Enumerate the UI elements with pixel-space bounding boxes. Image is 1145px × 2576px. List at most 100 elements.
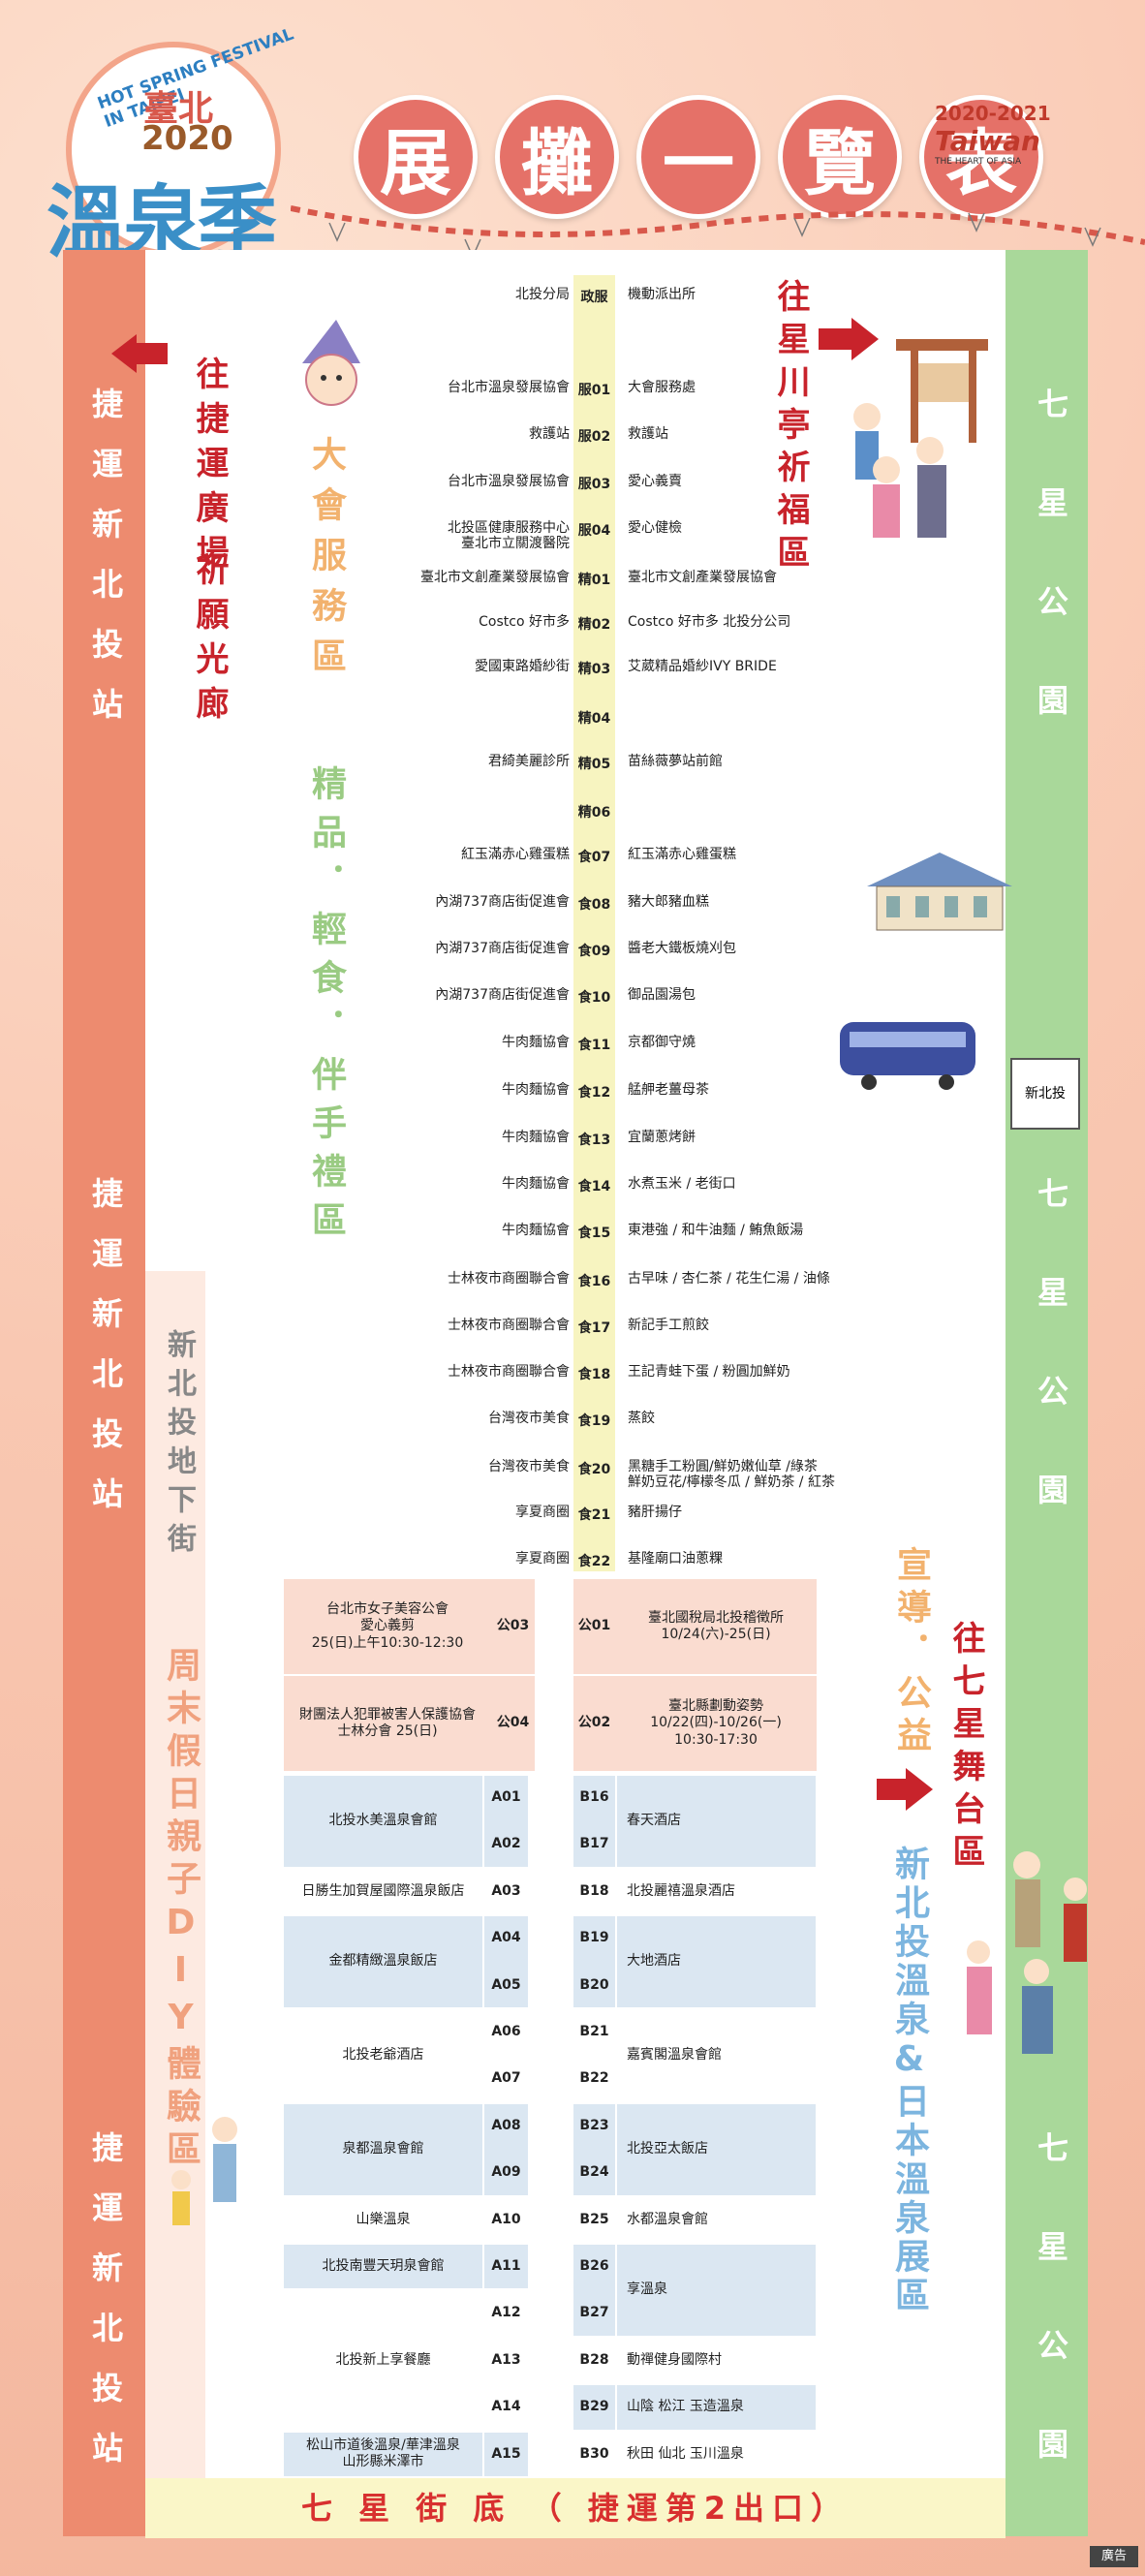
hotspring-booth-name: 泉都溫泉會館 xyxy=(342,2140,424,2157)
hotspring-booth-code: A04 xyxy=(491,1930,521,1946)
booth-exhibitor-left: 台北市溫泉發展協會 xyxy=(448,380,570,395)
booth-code-box xyxy=(573,2245,615,2336)
booth-item-right: 蒸餃 xyxy=(628,1411,655,1426)
booth-item-right: 豬肝揚仔 xyxy=(628,1505,682,1520)
arrow-left-icon xyxy=(111,334,168,373)
booth-name-box xyxy=(284,2010,482,2101)
hotspring-booth-code: B29 xyxy=(579,2399,609,2415)
booth-code-box xyxy=(484,1776,528,1867)
public-name: 臺北縣劃動姿勢 10/22(四)-10/26(一) 10:30-17:30 xyxy=(650,1697,782,1748)
hotspring-booth-name: 北投水美溫泉會館 xyxy=(328,1813,438,1829)
page-title: 展 攤 一 覽 表 xyxy=(354,95,1043,219)
booth-code: 精01 xyxy=(577,573,611,588)
booth-exhibitor-left: 北投分局 xyxy=(515,287,570,302)
left-station-column xyxy=(63,250,145,2536)
booth-code-box xyxy=(573,2385,615,2430)
booth-exhibitor-left: 牛肉麵協會 xyxy=(502,1176,570,1192)
booth-item-right: 愛心義賣 xyxy=(628,474,682,489)
booth-item-right: 京都御守燒 xyxy=(628,1035,696,1050)
booth-name-box xyxy=(284,1916,482,2007)
station-sign: 新北投 xyxy=(1010,1058,1080,1130)
hotspring-booth-code: A05 xyxy=(491,1976,521,1993)
zone-boutique: 精品．輕食．伴手禮區 xyxy=(306,765,346,1250)
booth-exhibitor-left: 台灣夜市美食 xyxy=(488,1411,570,1426)
hotspring-booth-code: A08 xyxy=(491,2117,521,2133)
hotspring-booth-code: B17 xyxy=(579,1836,609,1852)
hotspring-booth-name: 享溫泉 xyxy=(627,2281,667,2298)
booth-code: 食07 xyxy=(577,850,611,865)
booth-code-box xyxy=(573,2338,615,2383)
hotspring-booth-name: 大地酒店 xyxy=(627,1953,681,1970)
booth-code-box xyxy=(573,1869,615,1914)
booth-name-box xyxy=(617,2385,816,2430)
logo-circle xyxy=(66,42,281,257)
booth-exhibitor-left: 內湖737商店街促進會 xyxy=(435,987,570,1003)
hotspring-booth-code: A09 xyxy=(491,2164,521,2181)
booth-code-box xyxy=(573,1776,615,1867)
station-label: 捷運新北投站 xyxy=(87,1177,124,1537)
booth-name-box xyxy=(284,2245,482,2289)
booth-item-right: 愛心健檢 xyxy=(628,520,682,536)
hotspring-booth-name: 金都精緻溫泉飯店 xyxy=(328,1953,438,1970)
hotspring-booth-code: B19 xyxy=(579,1930,609,1946)
park-label: 七星公園 xyxy=(1033,1177,1069,1572)
taiwan-brand-logo: 2020-2021 Taiwan THE HEART OF ASIA xyxy=(935,102,1129,179)
brand-name: Taiwan xyxy=(935,125,1040,157)
booth-code: 食21 xyxy=(577,1507,611,1523)
hotspring-booth-code: A14 xyxy=(491,2399,521,2415)
zone-underground: 新北投地下街 xyxy=(162,1329,196,1562)
booth-code: 精06 xyxy=(577,805,611,821)
hotspring-booth-name: 北投亞太飯店 xyxy=(627,2140,708,2157)
hotspring-booth-code: A15 xyxy=(491,2445,521,2462)
title-char: 表 xyxy=(919,95,1043,219)
booth-exhibitor-left: 士林夜市商圈聯合會 xyxy=(448,1271,570,1287)
booth-exhibitor-left: 北投區健康服務中心 臺北市立關渡醫院 xyxy=(448,520,570,552)
ad-label: 廣告 xyxy=(1090,2546,1138,2567)
booth-name-box xyxy=(617,2197,816,2242)
booth-code: 服01 xyxy=(577,383,611,398)
booth-item-right: 艋舺老薑母茶 xyxy=(628,1082,709,1098)
hotspring-booth-code: A11 xyxy=(491,2258,521,2274)
station-building-illustration xyxy=(867,853,1012,931)
booth-exhibitor-left: 內湖737商店街促進會 xyxy=(435,941,570,956)
direction-left-1: 往捷運廣場 xyxy=(190,357,229,579)
booth-name-box xyxy=(284,2197,482,2242)
park-label: 七星公園 xyxy=(1033,2131,1069,2527)
booth-exhibitor-left: 台灣夜市美食 xyxy=(488,1459,570,1474)
booth-code: 精02 xyxy=(577,617,611,633)
hotspring-booth-code: A10 xyxy=(491,2211,521,2227)
booth-exhibitor-left: 台北市溫泉發展協會 xyxy=(448,474,570,489)
public-box xyxy=(284,1676,491,1771)
title-char: 覽 xyxy=(778,95,902,219)
public-box xyxy=(284,1579,491,1674)
public-box xyxy=(615,1676,817,1771)
hotspring-booth-code: A01 xyxy=(491,1789,521,1805)
hotspring-booth-name: 水都溫泉會館 xyxy=(627,2211,708,2227)
arrow-right-icon xyxy=(877,1768,933,1811)
booth-code: 食08 xyxy=(577,897,611,913)
booth-item-right: 古早味 / 杏仁茶 / 花生仁湯 / 油條 xyxy=(628,1271,830,1287)
booth-exhibitor-left: 享夏商圈 xyxy=(515,1551,570,1567)
musicians-illustration xyxy=(967,1851,1087,2054)
booth-code-box xyxy=(484,2291,528,2430)
booth-item-right: 水煮玉米 / 老街口 xyxy=(628,1176,736,1192)
booth-item-right: 東港強 / 和牛油麵 / 鮪魚飯湯 xyxy=(628,1223,804,1238)
booth-code-spine xyxy=(573,275,615,1571)
parent-child-illustration xyxy=(171,2117,237,2225)
booth-name-box xyxy=(284,2103,482,2195)
booth-name-box xyxy=(617,2245,816,2336)
booth-code: 精03 xyxy=(577,662,611,677)
booth-item-right: 豬大郎豬血糕 xyxy=(628,894,709,910)
bottom-street-label: 七 星 街 底 （ 捷運第2出口） xyxy=(301,2490,850,2527)
public-name: 財團法人犯罪被害人保護協會 士林分會 25(日) xyxy=(299,1706,476,1740)
booth-name-box xyxy=(617,1916,816,2007)
festival-logo: HOT SPRING FESTIVAL IN TAIPEI 臺北 2020 溫泉… xyxy=(27,24,318,269)
title-char: 展 xyxy=(354,95,478,219)
booth-name-box xyxy=(617,2010,816,2101)
direction-right-bottom: 往七星舞台區 xyxy=(946,1621,985,1877)
zone-promo: 宣導．公益 xyxy=(891,1546,931,1759)
station-label: 捷運新北投站 xyxy=(87,2131,124,2492)
public-code: 公04 xyxy=(496,1715,530,1731)
hotspring-booth-code: A12 xyxy=(491,2305,521,2321)
booth-code: 食13 xyxy=(577,1133,611,1148)
